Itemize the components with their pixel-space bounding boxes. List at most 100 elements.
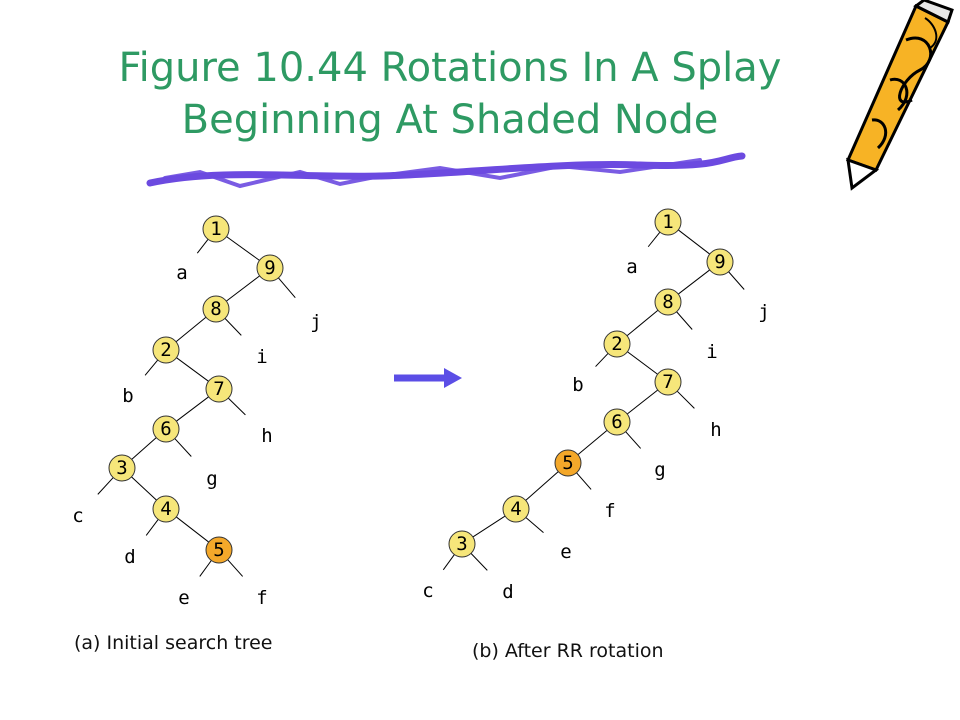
tree-edge-7-h xyxy=(227,397,246,416)
node-circle xyxy=(706,248,734,276)
subtree-label-h: h xyxy=(710,419,721,441)
tree-edge-3-4 xyxy=(131,476,157,501)
tree-edge-3-d xyxy=(470,553,488,571)
tree-edge-8-i xyxy=(224,318,242,336)
subtree-label-d: d xyxy=(124,546,135,568)
tree-edge-4-5 xyxy=(175,516,210,543)
subtree-label-h: h xyxy=(261,425,272,447)
right-arrow-icon xyxy=(394,368,462,388)
node-key-label: 1 xyxy=(662,211,673,233)
tree-node-7: 7 xyxy=(205,375,233,403)
node-circle xyxy=(256,254,284,282)
subtree-label-j: j xyxy=(310,311,321,333)
node-circle xyxy=(448,530,476,558)
tree-node-5: 5 xyxy=(205,536,233,564)
tree-edge-2-7 xyxy=(627,351,658,375)
tree-edge-2-b xyxy=(595,353,609,367)
tree-edge-7-6 xyxy=(626,389,659,415)
subtree-label-j: j xyxy=(758,301,769,323)
node-key-label: 3 xyxy=(116,457,127,479)
subtree-label-f: f xyxy=(604,500,615,522)
node-circle xyxy=(654,288,682,316)
slide-title: Figure 10.44 Rotations In A Splay Beginn… xyxy=(40,42,860,146)
node-circle xyxy=(108,454,136,482)
node-key-label: 2 xyxy=(160,339,171,361)
swoosh-underline xyxy=(146,152,746,189)
tree-node-2: 2 xyxy=(603,330,631,358)
node-key-label: 1 xyxy=(210,218,221,240)
tree-edge-9-8 xyxy=(226,275,260,302)
tree-node-6: 6 xyxy=(603,408,631,436)
node-circle xyxy=(603,408,631,436)
subtree-label-b: b xyxy=(572,374,583,396)
tree-edge-4-d xyxy=(145,519,159,536)
tree-edge-8-i xyxy=(676,311,693,330)
tree-edge-1-9 xyxy=(226,236,260,261)
subtree-label-c: c xyxy=(72,505,83,527)
tree-edge-7-h xyxy=(676,390,695,409)
subtree-label-a: a xyxy=(176,262,187,284)
tree-edge-6-g xyxy=(174,438,192,457)
node-key-label: 4 xyxy=(160,498,171,520)
tree-node-8: 8 xyxy=(654,288,682,316)
node-key-label: 6 xyxy=(160,418,171,440)
subtree-label-e: e xyxy=(560,541,571,563)
tree-edge-6-3 xyxy=(131,437,157,460)
shaded-node-circle xyxy=(205,536,233,564)
tree-edge-1-a xyxy=(196,238,209,254)
caption-initial-tree: (a) Initial search tree xyxy=(74,632,273,654)
tree-node-9: 9 xyxy=(256,254,284,282)
node-key-label: 5 xyxy=(213,539,224,561)
node-key-label: 8 xyxy=(210,298,221,320)
node-circle xyxy=(654,208,682,236)
subtree-label-b: b xyxy=(122,385,133,407)
subtree-label-e: e xyxy=(178,587,189,609)
tree-edge-2-b xyxy=(144,359,159,376)
tree-edge-4-3 xyxy=(472,515,506,538)
tree-edge-1-9 xyxy=(677,229,711,255)
subtree-label-d: d xyxy=(502,581,513,603)
node-circle xyxy=(202,215,230,243)
tree-node-4: 4 xyxy=(152,495,180,523)
tree-edge-5-f xyxy=(576,472,592,490)
tree-node-5: 5 xyxy=(554,449,582,477)
subtree-label-c: c xyxy=(422,580,433,602)
node-key-label: 4 xyxy=(510,498,521,520)
node-key-label: 2 xyxy=(611,333,622,355)
tree-edge-9-8 xyxy=(677,269,711,295)
node-key-label: 7 xyxy=(662,371,673,393)
node-key-label: 9 xyxy=(264,257,275,279)
node-circle xyxy=(205,375,233,403)
subtree-label-a: a xyxy=(626,256,637,278)
node-key-label: 9 xyxy=(714,251,725,273)
title-line-1: Figure 10.44 Rotations In A Splay xyxy=(118,45,782,91)
tree-node-1: 1 xyxy=(654,208,682,236)
tree-edge-5-e xyxy=(199,560,212,577)
node-circle xyxy=(152,415,180,443)
tree-edge-3-c xyxy=(97,477,114,495)
tree-node-8: 8 xyxy=(202,295,230,323)
node-key-label: 5 xyxy=(562,452,573,474)
tree-node-9: 9 xyxy=(706,248,734,276)
subtree-label-f: f xyxy=(256,587,267,609)
tree-after-rr-rotation: 1 2 3 4 5 6 7 8 9 a j i b h g f e c d xyxy=(422,208,770,603)
subtree-label-g: g xyxy=(654,459,665,481)
node-circle xyxy=(152,336,180,364)
tree-node-2: 2 xyxy=(152,336,180,364)
shaded-node-circle xyxy=(554,449,582,477)
tree-edge-8-2 xyxy=(175,316,207,343)
node-circle xyxy=(202,295,230,323)
subtree-label-g: g xyxy=(206,468,217,490)
node-key-label: 8 xyxy=(662,291,673,313)
tree-edge-5-4 xyxy=(525,471,559,501)
subtree-label-i: i xyxy=(706,341,717,363)
node-key-label: 6 xyxy=(611,411,622,433)
node-circle xyxy=(603,330,631,358)
pencil-icon xyxy=(845,0,954,191)
tree-edge-4-e xyxy=(525,517,544,534)
node-key-label: 3 xyxy=(456,533,467,555)
tree-edge-6-5 xyxy=(577,429,608,456)
tree-edge-7-6 xyxy=(176,396,209,422)
